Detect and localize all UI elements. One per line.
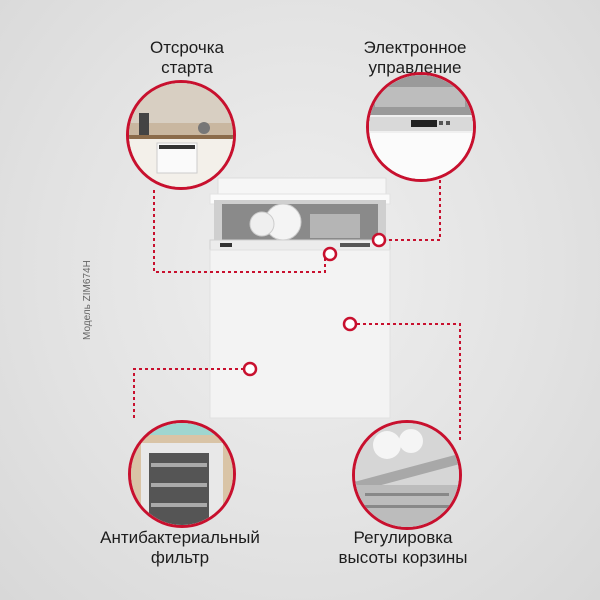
antibacterial-filter-photo: [128, 420, 236, 528]
feature-label-antibacterial-filter: Антибактериальный фильтр: [100, 528, 260, 567]
feature-label-electronic-control: Электронное управление: [363, 38, 467, 77]
feature-label-basket-height: Регулировка высоты корзины: [338, 528, 468, 567]
feature-label-delay-start: Отсрочка старта: [150, 38, 224, 77]
